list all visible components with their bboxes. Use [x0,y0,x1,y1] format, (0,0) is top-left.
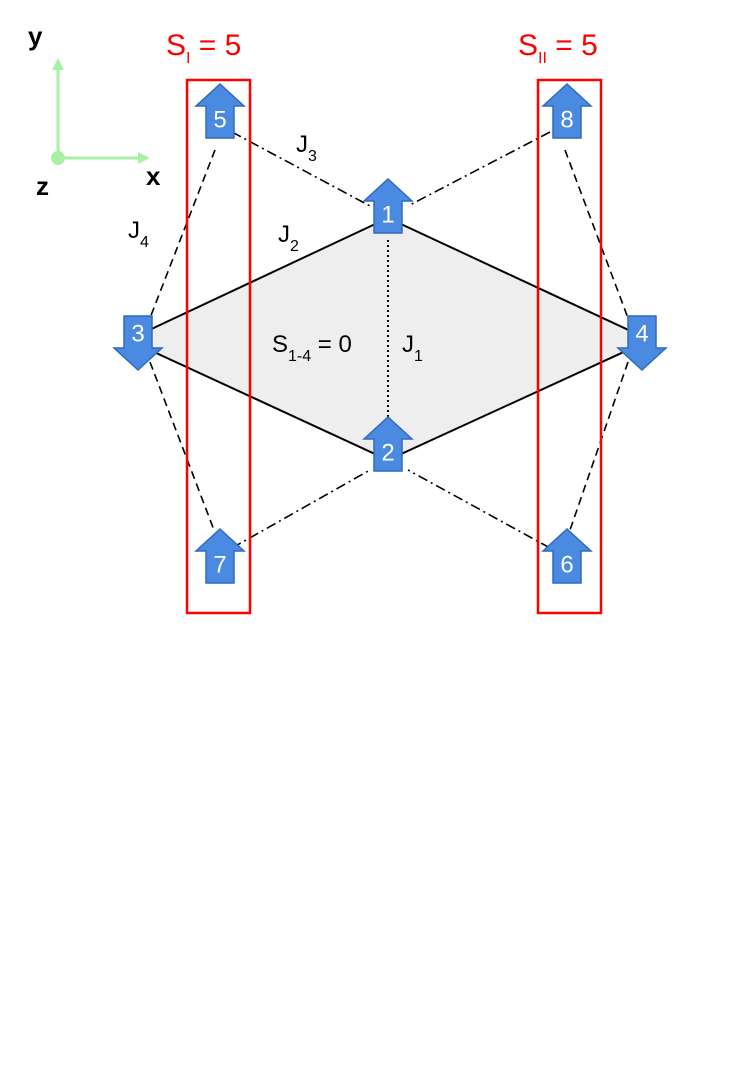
y-axis-arrowhead [52,58,64,70]
spin-down-arrow-icon [112,315,164,372]
spin-2-label: 2 [381,440,394,467]
y-axis-label: y [28,21,43,51]
spin-up-arrow-icon [541,82,593,139]
spin-8-label: 8 [560,107,573,134]
j4-label: J4 [128,217,149,251]
spin-5: 5 [194,82,246,139]
x-axis-arrowhead [138,152,150,164]
j2-label: J2 [278,221,299,255]
spin-4-label: 4 [635,321,648,348]
spin-down-arrow-icon [616,315,668,372]
block-i-label: SI = 5 [166,29,241,67]
axes-indicator: y x z [28,21,161,201]
spin-up-arrow-icon [194,82,246,139]
j4-bonds [149,149,629,531]
core-spin-label: S1-4 = 0 [272,331,352,365]
spin-up-arrow-icon [194,527,246,584]
spin-6: 6 [541,527,593,584]
spin-up-arrow-icon [541,527,593,584]
j1-label: J1 [402,331,423,365]
z-axis-dot [51,151,65,165]
spin-up-arrow-icon [362,177,414,234]
spin-5-label: 5 [213,107,226,134]
j3-bonds [231,131,551,549]
block-i-outline [185,78,252,615]
spin-3: 3 [112,315,164,372]
spin-7-label: 7 [213,552,226,579]
spin-7: 7 [194,527,246,584]
block-ii-label: SII = 5 [518,29,598,67]
spin-3-label: 3 [131,321,144,348]
j3-label: J3 [296,131,317,165]
spin-8: 8 [541,82,593,139]
spin-1-label: 1 [381,202,394,229]
spin-1: 1 [362,177,414,234]
z-axis-label: z [36,171,49,201]
spin-4: 4 [616,315,668,372]
spin-2: 2 [362,415,414,472]
spins: 1 2 3 4 5 6 7 8 [112,82,668,584]
block-ii-outline [536,78,603,615]
spin-6-label: 6 [560,552,573,579]
spin-up-arrow-icon [362,415,414,472]
x-axis-label: x [146,161,161,191]
